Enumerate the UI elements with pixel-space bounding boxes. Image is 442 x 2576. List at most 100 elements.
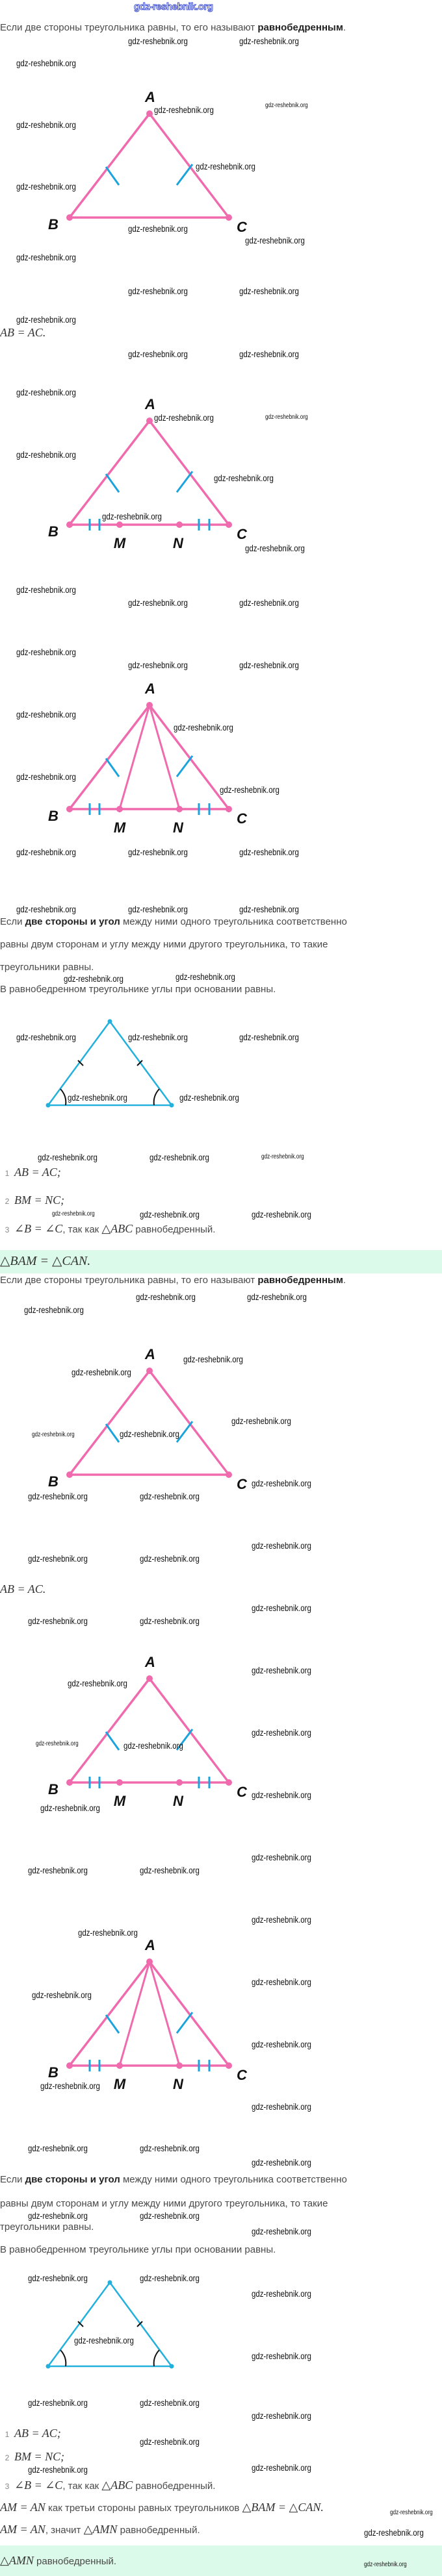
vertex-label: N (173, 535, 184, 551)
watermark: gdz-reshebnik.org (16, 647, 76, 657)
watermark: gdz-reshebnik.org (28, 2143, 88, 2153)
watermark: gdz-reshebnik.org (40, 2081, 100, 2091)
watermark: gdz-reshebnik.org (28, 1616, 88, 1626)
step-number: 2 (5, 1197, 10, 1206)
watermark: gdz-reshebnik.org (16, 449, 76, 460)
vertex-dot (116, 521, 123, 528)
watermark: gdz-reshebnik.org (252, 2039, 311, 2049)
tick-ac (176, 1421, 194, 1443)
vertex-dot (169, 2364, 174, 2369)
watermark: gdz-reshebnik.org (364, 2561, 407, 2568)
vertex-dot (66, 214, 73, 221)
watermark: gdz-reshebnik.org (28, 2273, 88, 2283)
vertex-dot (226, 2062, 232, 2069)
watermark: gdz-reshebnik.org (154, 412, 214, 423)
watermark: gdz-reshebnik.org (247, 1292, 307, 1302)
vertex-label: C (237, 219, 248, 235)
triangle-abc (68, 112, 230, 219)
watermark: gdz-reshebnik.org (16, 709, 76, 719)
vertex-label: M (114, 819, 126, 836)
step-math: AB = AC; (14, 1166, 61, 1179)
watermark: gdz-reshebnik.org (174, 722, 233, 732)
watermark: gdz-reshebnik.org (128, 904, 188, 914)
vertex-label: C (237, 810, 248, 827)
vertex-dot (146, 110, 153, 117)
watermark: gdz-reshebnik.org (128, 660, 188, 670)
watermark: gdz-reshebnik.org (239, 349, 299, 359)
theorem-line-1: Если две стороны и угол между ними одног… (0, 916, 347, 928)
watermark: gdz-reshebnik.org (140, 1616, 200, 1626)
watermark: gdz-reshebnik.org (140, 2273, 200, 2283)
step-text: , так как (62, 1224, 102, 1235)
watermark: gdz-reshebnik.org (16, 584, 76, 595)
tick-left (77, 1060, 84, 1066)
watermark: gdz-reshebnik.org (16, 387, 76, 397)
watermark: gdz-reshebnik.org (16, 58, 76, 68)
watermark: gdz-reshebnik.org (28, 2464, 88, 2475)
triangle-abc (68, 1960, 230, 2067)
conclusion-math: △AMN (83, 2523, 118, 2536)
site-logo[interactable]: gdz-reshebnik.org (134, 1, 214, 13)
watermark: gdz-reshebnik.org (252, 2351, 311, 2361)
watermark: gdz-reshebnik.org (252, 1478, 311, 1488)
tick-ac (176, 755, 194, 777)
step-number: 1 (5, 1169, 10, 1178)
watermark: gdz-reshebnik.org (128, 349, 188, 359)
watermark: gdz-reshebnik.org (252, 1727, 311, 1738)
watermark: gdz-reshebnik.org (32, 1990, 92, 2000)
watermark: gdz-reshebnik.org (390, 2509, 433, 2516)
watermark: gdz-reshebnik.org (16, 181, 76, 192)
equation-ab-ac: AB = AC. (0, 326, 46, 339)
tick-ab (105, 166, 120, 186)
watermark: gdz-reshebnik.org (16, 847, 76, 857)
vertex-dot (66, 2062, 73, 2069)
watermark: gdz-reshebnik.org (28, 1491, 88, 1501)
watermark: gdz-reshebnik.org (128, 1032, 188, 1042)
vertex-dot (46, 2364, 51, 2369)
segment-am (118, 705, 151, 810)
watermark: gdz-reshebnik.org (140, 2210, 200, 2221)
vertex-label: C (237, 2067, 248, 2083)
vertex-label: B (48, 1781, 58, 1797)
tick-ab (105, 758, 120, 777)
watermark: gdz-reshebnik.org (196, 161, 255, 171)
watermark: gdz-reshebnik.org (364, 2527, 424, 2538)
triangle-abc (68, 1677, 230, 1784)
conclusion-math: △BAM = △CAN. (242, 2501, 324, 2514)
watermark: gdz-reshebnik.org (52, 1210, 95, 1218)
watermark: gdz-reshebnik.org (239, 286, 299, 296)
watermark: gdz-reshebnik.org (214, 473, 274, 483)
vertex-label: A (144, 1346, 155, 1362)
step-number: 1 (5, 2430, 10, 2439)
triangle (46, 2281, 174, 2368)
watermark: gdz-reshebnik.org (252, 2226, 311, 2236)
watermark: gdz-reshebnik.org (239, 847, 299, 857)
step-math: BM = NC; (14, 1194, 65, 1207)
step-number: 3 (5, 1225, 10, 1234)
watermark: gdz-reshebnik.org (140, 1865, 200, 1875)
watermark: gdz-reshebnik.org (239, 1032, 299, 1042)
definition-bold: равнобедренным (257, 1275, 343, 1286)
triangle-abc (68, 1369, 230, 1476)
vertex-label: M (114, 1793, 126, 1809)
tick-ab (105, 473, 120, 493)
watermark: gdz-reshebnik.org (140, 2436, 200, 2447)
watermark: gdz-reshebnik.org (128, 286, 188, 296)
answer-2: △AMN равнобедренный. (0, 2555, 116, 2568)
vertex-dot (146, 418, 153, 424)
step-math: △ABC (101, 2479, 133, 2492)
watermark: gdz-reshebnik.org (140, 1553, 200, 1564)
watermark: gdz-reshebnik.org (128, 597, 188, 608)
watermark: gdz-reshebnik.org (16, 771, 76, 782)
watermark: gdz-reshebnik.org (176, 971, 235, 982)
vertex-dot (226, 1779, 232, 1786)
watermark: gdz-reshebnik.org (124, 1740, 183, 1751)
vertex-dot (146, 1368, 153, 1374)
segment-am (118, 1961, 151, 2066)
step-math: ∠B = ∠C (14, 2479, 63, 2492)
watermark: gdz-reshebnik.org (140, 2143, 200, 2153)
